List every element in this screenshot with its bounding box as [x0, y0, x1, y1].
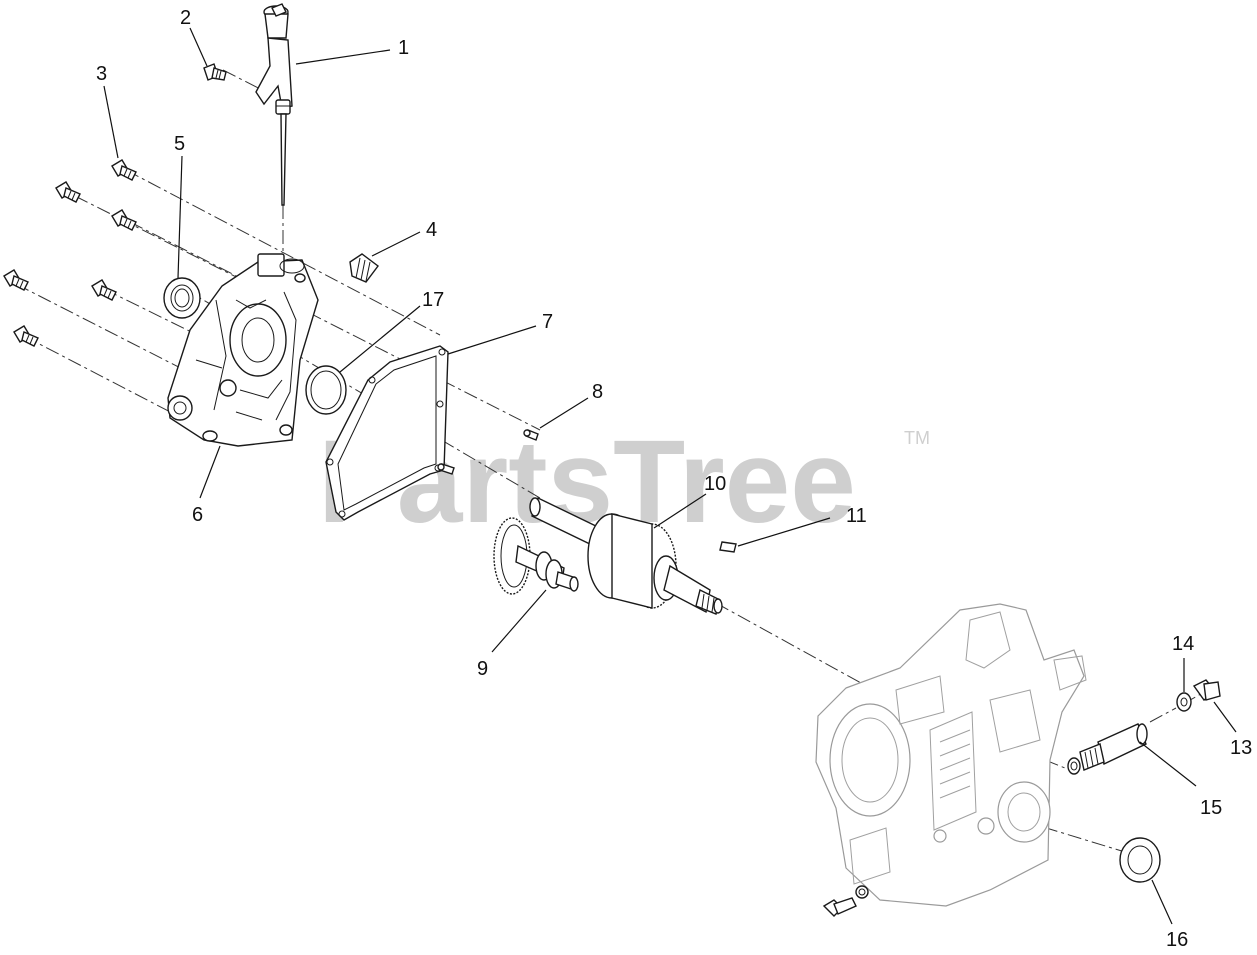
callout-5: 5 [174, 133, 185, 155]
key-part-11 [719, 541, 737, 553]
callout-16: 16 [1166, 929, 1188, 951]
callout-10: 10 [704, 473, 726, 495]
callout-1: 1 [398, 37, 409, 59]
callout-6: 6 [192, 504, 203, 526]
washer-part-14 [1176, 692, 1192, 712]
callout-17: 17 [422, 289, 444, 311]
gasket-part-7 [325, 345, 449, 521]
drain-plug-part-13 [1192, 679, 1221, 701]
callout-8: 8 [592, 381, 603, 403]
callout-15: 15 [1200, 797, 1222, 819]
governor-shaft-part-15 [1067, 723, 1148, 775]
callout-3: 3 [96, 63, 107, 85]
flange-bolts-part-3 [3, 159, 137, 347]
crankshaft-part-10 [529, 497, 723, 615]
callout-labels: 1 2 3 4 5 6 7 8 9 10 11 13 14 15 16 17 [96, 7, 1252, 951]
dowel-pins-part-8 [437, 429, 539, 475]
oil-dipstick-part [255, 3, 293, 206]
oil-seal-part-5 [163, 277, 201, 319]
leader-lines [103, 27, 1237, 925]
oil-seal-part-16 [1119, 837, 1161, 883]
o-ring-part-17 [305, 365, 347, 415]
crankcase-cover-part-6 [167, 253, 319, 447]
callout-4: 4 [426, 219, 437, 241]
callout-14: 14 [1172, 633, 1194, 655]
callout-11: 11 [846, 505, 867, 527]
trademark-symbol: TM [904, 428, 930, 448]
block-bolt-and-washer [822, 885, 869, 917]
callout-7: 7 [542, 311, 553, 333]
callout-9: 9 [477, 658, 488, 680]
engine-block-reference [815, 603, 1087, 907]
bolt-part-2 [203, 63, 227, 81]
plug-part-4 [349, 253, 379, 283]
callout-13: 13 [1230, 737, 1252, 759]
callout-2: 2 [180, 7, 191, 29]
camshaft-part-9 [493, 517, 579, 595]
